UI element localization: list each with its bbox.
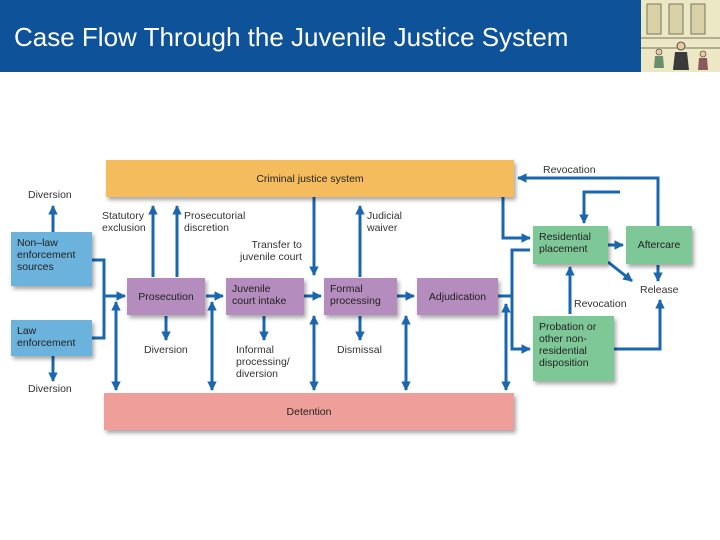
residential-placement-box: Residential placement bbox=[533, 226, 608, 264]
juvenile-court-intake-box: Juvenile court intake bbox=[226, 278, 304, 315]
arrow-revocation-top bbox=[517, 173, 660, 226]
detention-box: Detention bbox=[104, 393, 514, 430]
header-illustration bbox=[640, 0, 720, 72]
label-transfer-to-juvenile-court: Transfer to juvenile court bbox=[240, 239, 302, 263]
arrow-sources-prosecution bbox=[92, 258, 125, 340]
non-law-enforcement-box: Non–law enforcement sources bbox=[11, 232, 92, 286]
arrow-residential-release bbox=[607, 260, 633, 283]
slide-header: Case Flow Through the Juvenile Justice S… bbox=[0, 0, 720, 72]
label-diversion-bottom: Diversion bbox=[28, 383, 72, 395]
arrow-aftercare-loop bbox=[579, 190, 620, 224]
label-revocation-top: Revocation bbox=[543, 164, 596, 176]
arrow-cjs-residential bbox=[501, 197, 531, 243]
label-dismissal: Dismissal bbox=[337, 344, 382, 356]
aftercare-box: Aftercare bbox=[626, 226, 692, 264]
arrow-adjudication-dispositions bbox=[498, 248, 530, 349]
slide-title: Case Flow Through the Juvenile Justice S… bbox=[14, 22, 569, 52]
label-prosecutorial-discretion: Prosecutorial discretion bbox=[184, 210, 246, 234]
prosecution-box: Prosecution bbox=[127, 278, 205, 315]
adjudication-box: Adjudication bbox=[417, 278, 498, 315]
probation-box: Probation or other non- residential disp… bbox=[533, 316, 614, 381]
law-enforcement-box: Law enforcement bbox=[11, 320, 92, 356]
criminal-justice-system-box: Criminal justice system bbox=[106, 160, 514, 197]
label-diversion-top: Diversion bbox=[28, 189, 72, 201]
label-informal-processing: Informal processing/ diversion bbox=[236, 344, 290, 380]
label-diversion-prosecution: Diversion bbox=[144, 344, 188, 356]
label-statutory-exclusion: Statutory exclusion bbox=[102, 210, 146, 234]
formal-processing-box: Formal processing bbox=[324, 278, 397, 315]
label-release: Release bbox=[640, 284, 679, 296]
label-revocation-mid: Revocation bbox=[574, 298, 627, 310]
arrow-probation-release bbox=[614, 299, 665, 351]
label-judicial-waiver: Judicial waiver bbox=[367, 210, 403, 234]
